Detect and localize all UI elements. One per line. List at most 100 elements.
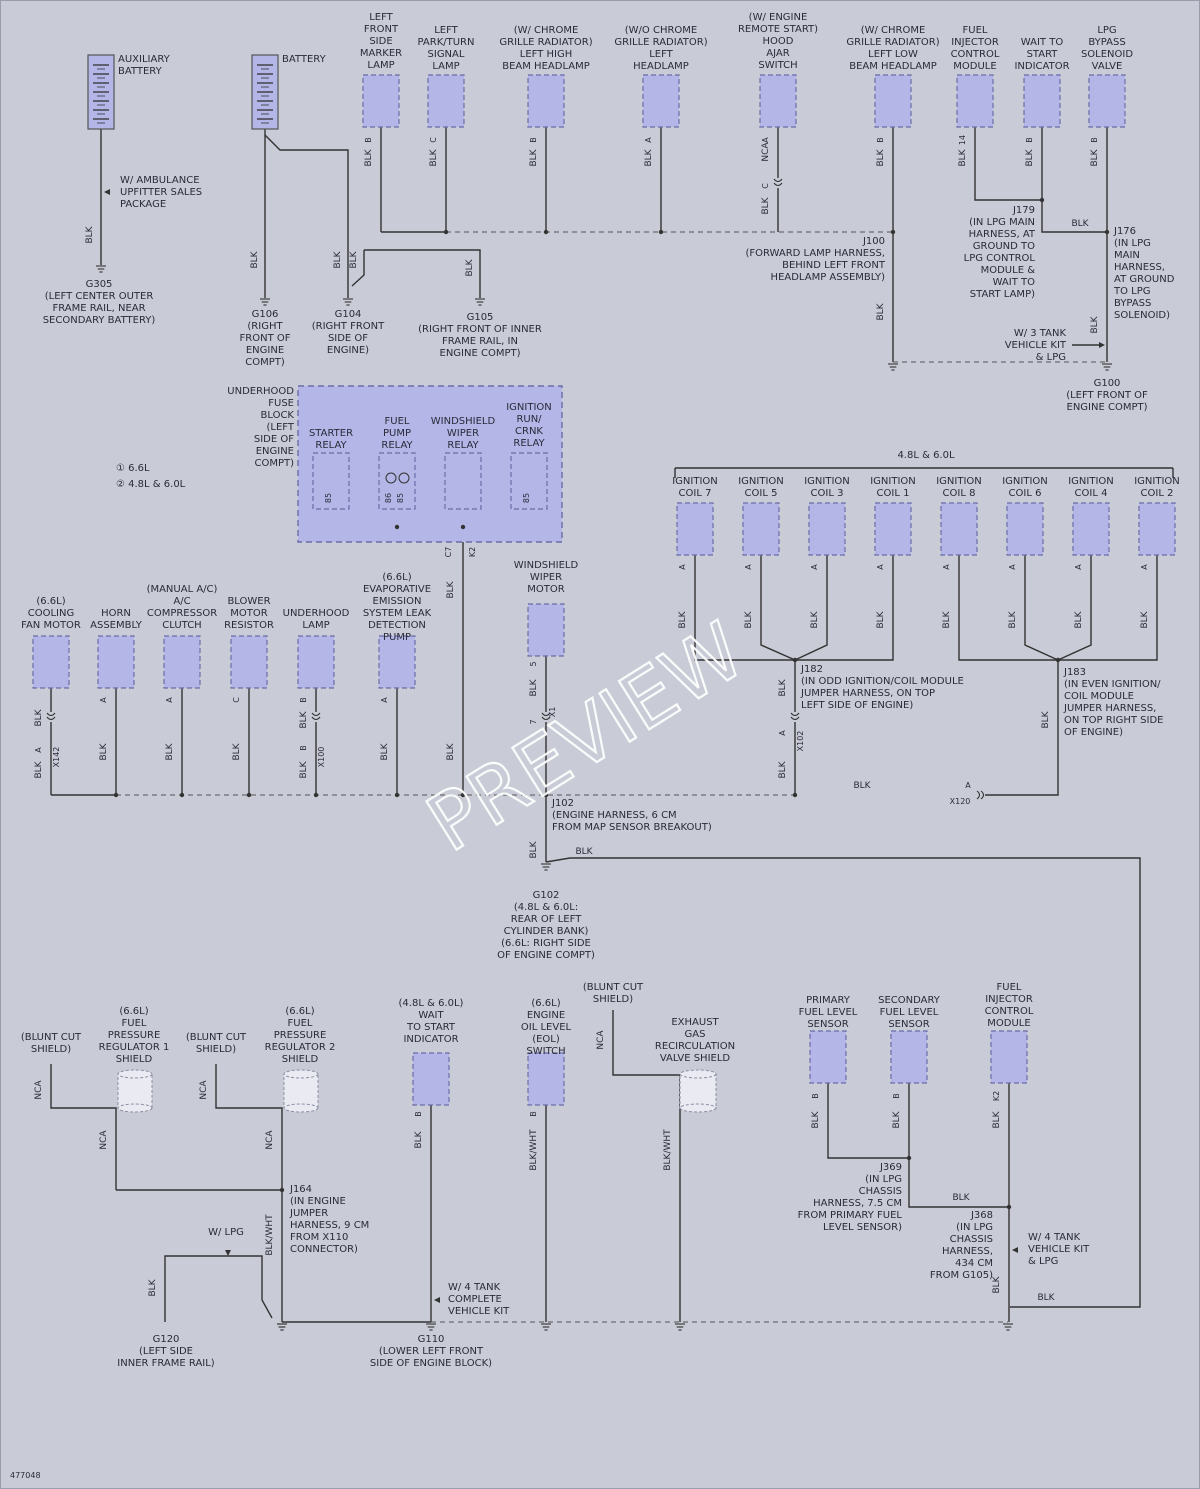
diagram-label-line: SENSOR <box>807 1019 848 1030</box>
wire-label: BLK <box>810 610 820 628</box>
wire-label: BLK <box>364 148 374 166</box>
splice-dot <box>543 792 549 798</box>
diagram-label-line: PRESSURE <box>274 1030 327 1041</box>
wire-label: BLK/WHT <box>265 1214 275 1256</box>
diagram-label-line: COIL 5 <box>745 488 778 499</box>
wire-label: BLK <box>876 610 886 628</box>
diagram-label-line: (6.6L) <box>285 1006 314 1017</box>
wire-label: BLK <box>761 196 771 214</box>
diagram-label-line: (RIGHT FRONT <box>312 321 385 332</box>
diagram-label-line: COOLING <box>28 608 74 619</box>
diagram-label-line: ENGINE) <box>327 345 369 356</box>
wire-label: NCA <box>265 1130 275 1150</box>
ground-symbol <box>426 1323 436 1331</box>
wire-label: BLK/WHT <box>663 1129 673 1171</box>
diagram-label-line: INJECTOR <box>985 994 1033 1005</box>
diagram-label-line: JUMPER HARNESS, <box>1063 703 1156 714</box>
diagram-label-line: COIL 2 <box>1141 488 1174 499</box>
splice-dot <box>1055 657 1061 663</box>
wire-label: B <box>876 137 885 143</box>
diagram-label: 4.8L & 6.0L <box>897 450 955 461</box>
diagram-label-line: HARNESS, AT <box>969 229 1036 240</box>
ground-symbol <box>541 1323 551 1331</box>
wire-label: BLK <box>148 1278 158 1296</box>
wire-label: C <box>429 137 438 143</box>
diagram-label-line: BLOWER <box>227 596 270 607</box>
diagram-label: W/ LPG <box>208 1227 244 1238</box>
component-box <box>527 1052 565 1106</box>
wire-label: BLK <box>299 760 309 778</box>
inline-connector <box>311 712 321 721</box>
diagram-label-line: (LEFT SIDE <box>139 1346 193 1357</box>
diagram-label-line: G100 <box>1094 378 1121 389</box>
diagram-label-line: (W/ CHROME <box>514 25 579 36</box>
diagram-label-line: LEFT SIDE OF ENGINE) <box>801 700 913 711</box>
wire-label: X1 <box>548 707 557 718</box>
diagram-label-line: IGNITION <box>1002 476 1048 487</box>
ground-symbol <box>675 1323 685 1331</box>
arrow-icon <box>1012 1247 1018 1253</box>
shield-symbol-top <box>679 1069 717 1079</box>
legend-item-6-6l: ① 6.6L <box>116 463 150 474</box>
component-box <box>1138 502 1176 556</box>
wire-label: BLK <box>349 250 359 268</box>
diagram-label-line: TO START <box>406 1022 456 1033</box>
diagram-label-line: & LPG <box>1028 1256 1058 1267</box>
wire-label: BLK <box>892 1110 902 1128</box>
diagram-label-line: STARTER <box>309 428 353 439</box>
wire-label: BLK <box>1037 1293 1055 1303</box>
diagram-label-line: FRAME RAIL, IN <box>442 336 518 347</box>
diagram-label-line: HARNESS, 7.5 CM <box>813 1198 902 1209</box>
diagram-label-line: HORN <box>101 608 131 619</box>
diagram-label-line: FRONT OF <box>240 333 291 344</box>
wire-label: BLK <box>952 1193 970 1203</box>
diagram-label-line: AUXILIARY <box>118 54 171 65</box>
ground-symbol <box>96 265 106 273</box>
diagram-label-line: FRONT <box>364 24 399 35</box>
wire-label: BLK <box>34 760 44 778</box>
wire-label: BLK <box>644 148 654 166</box>
diagram-label-line: FAN MOTOR <box>21 620 81 631</box>
diagram-label-line: REMOTE START) <box>738 24 818 35</box>
diagram-label-line: BYPASS <box>1088 37 1125 48</box>
diagram-label-line: W/ AMBULANCE <box>120 175 200 186</box>
diagram-label-line: SYSTEM LEAK <box>363 608 432 619</box>
diagram-label-line: LEFT <box>369 12 393 23</box>
wire-label: A <box>1140 564 1149 570</box>
component-box <box>890 1030 928 1084</box>
ground-symbol <box>475 298 485 306</box>
component-box <box>1088 74 1126 128</box>
component-box <box>527 603 565 657</box>
diagram-label-line: HARNESS, <box>942 1246 993 1257</box>
diagram-label-line: FROM X110 <box>290 1232 348 1243</box>
wire-label: BLK <box>1008 610 1018 628</box>
diagram-label-line: SECONDARY BATTERY) <box>43 315 156 326</box>
component-box <box>362 74 400 128</box>
diagram-label-line: COIL MODULE <box>1064 691 1134 702</box>
diagram-label-line: WAIT TO <box>993 277 1036 288</box>
splice-dot <box>890 229 896 235</box>
shield-symbol <box>283 1073 319 1109</box>
diagram-label-line: (IN LPG <box>865 1174 902 1185</box>
diagram-label-line: (BLUNT CUT <box>583 982 644 993</box>
wire-label: BLK <box>876 148 886 166</box>
wire <box>50 1064 117 1190</box>
diagram-label-line: COMPRESSOR <box>147 608 217 619</box>
diagram-label-line: LEFT LOW <box>868 49 918 60</box>
diagram-label-line: COIL 3 <box>811 488 844 499</box>
diagram-label-line: SIDE OF ENGINE BLOCK) <box>370 1358 492 1369</box>
diagram-label-line: SIDE OF <box>254 434 294 445</box>
diagram-label-line: WAIT <box>418 1010 444 1021</box>
